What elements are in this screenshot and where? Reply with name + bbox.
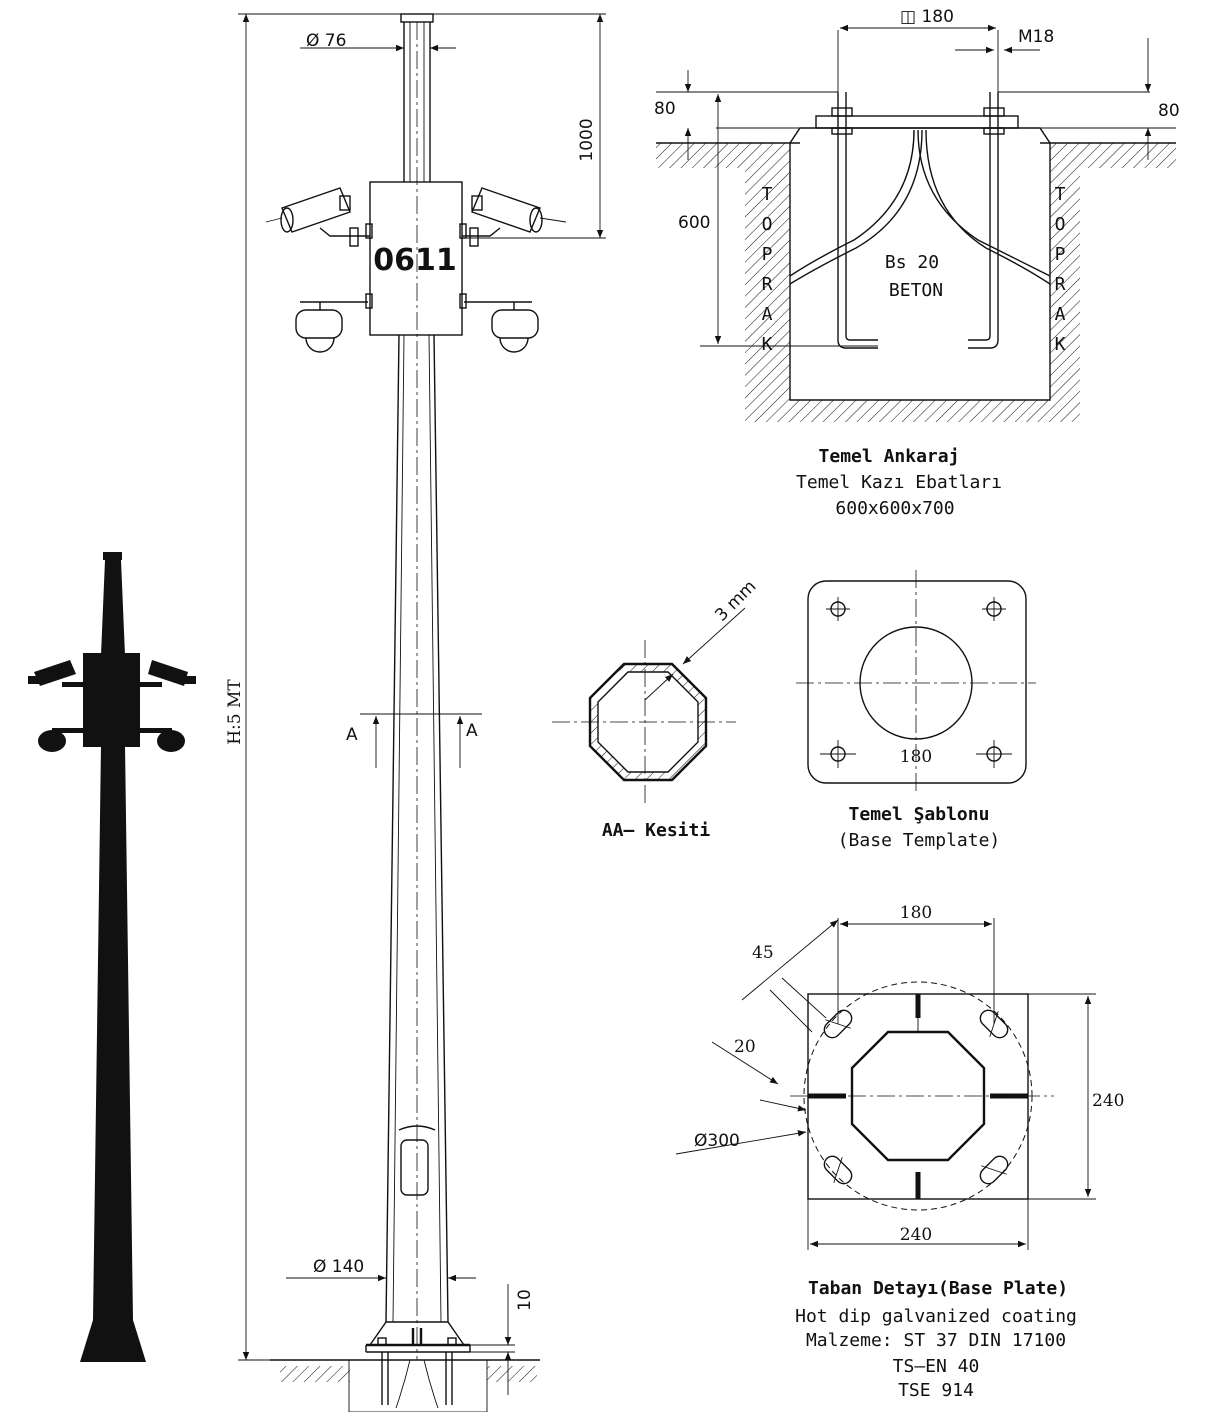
soil-letter: R bbox=[762, 274, 773, 295]
height-label: H:5 MT bbox=[225, 679, 245, 745]
foundation-caption-line1: Temel Kazı Ebatları bbox=[796, 472, 1002, 493]
dome-left bbox=[295, 301, 368, 353]
plate-note-4: TSE 914 bbox=[898, 1380, 974, 1401]
plate-note-2: Malzeme: ST 37 DIN 17100 bbox=[806, 1330, 1066, 1351]
soil-letter: K bbox=[762, 334, 773, 355]
foundation-depth-label: 600 bbox=[678, 213, 710, 233]
soil-letter: O bbox=[1055, 214, 1066, 235]
template-caption-sub: (Base Template) bbox=[838, 830, 1001, 851]
soil-letter: P bbox=[1055, 244, 1066, 265]
pole-silhouette bbox=[28, 552, 196, 1362]
section-aa-caption: AA– Kesiti bbox=[602, 820, 711, 841]
concrete-label: BETON bbox=[889, 280, 943, 301]
soil-letter: A bbox=[762, 304, 773, 325]
top-section-label: 1000 bbox=[577, 118, 597, 161]
slot-width-label: 20 bbox=[734, 1037, 756, 1057]
base-template bbox=[796, 570, 1036, 794]
soil-letter: O bbox=[762, 214, 773, 235]
plate-offset-left-label: 80 bbox=[654, 99, 676, 119]
plate-height-label: 240 bbox=[1092, 1091, 1124, 1111]
pole-dimensions bbox=[238, 13, 606, 1395]
foundation-caption-line2: 600x600x700 bbox=[835, 498, 954, 519]
soil-letter: A bbox=[1055, 304, 1066, 325]
base-plate-caption-title: Taban Detayı(Base Plate) bbox=[808, 1278, 1068, 1299]
template-spacing-label: 180 bbox=[900, 747, 932, 767]
plate-top-spacing-label: 180 bbox=[900, 903, 932, 923]
section-mark-right: A bbox=[466, 721, 478, 741]
bolt-spacing-label: ◫ 180 bbox=[900, 7, 954, 27]
soil-letter: K bbox=[1055, 334, 1066, 355]
wall-thickness-label: 3 mm bbox=[711, 577, 760, 626]
template-caption-title: Temel Şablonu bbox=[849, 804, 990, 825]
foundation-caption-title: Temel Ankaraj bbox=[819, 446, 960, 467]
soil-letter: T bbox=[762, 184, 773, 205]
camera-left bbox=[265, 187, 370, 247]
soil-letter: R bbox=[1055, 274, 1066, 295]
top-diameter-label: Ø 76 bbox=[306, 31, 346, 51]
pole-elevation bbox=[270, 13, 540, 1412]
base-thickness-label: 10 bbox=[515, 1289, 535, 1311]
section-mark-left: A bbox=[346, 725, 358, 745]
concrete-grade-label: Bs 20 bbox=[885, 252, 939, 273]
slot-angle-label: 45 bbox=[752, 943, 774, 963]
dome-right bbox=[464, 301, 539, 353]
bottom-diameter-label: Ø 140 bbox=[313, 1257, 364, 1277]
pole-id-label: 0611 bbox=[373, 243, 457, 278]
section-aa bbox=[552, 607, 746, 806]
foundation-anchorage bbox=[656, 24, 1176, 422]
plate-note-3: TS–EN 40 bbox=[893, 1356, 980, 1377]
bolt-size-label: M18 bbox=[1018, 27, 1054, 47]
plate-note-1: Hot dip galvanized coating bbox=[795, 1306, 1077, 1327]
soil-letter: P bbox=[762, 244, 773, 265]
plate-width-label: 240 bbox=[900, 1225, 932, 1245]
soil-letter: T bbox=[1055, 184, 1066, 205]
plate-offset-right-label: 80 bbox=[1158, 101, 1180, 121]
camera-right bbox=[462, 187, 567, 247]
base-plate bbox=[675, 918, 1096, 1250]
circle-diameter-label: Ø300 bbox=[694, 1131, 740, 1151]
